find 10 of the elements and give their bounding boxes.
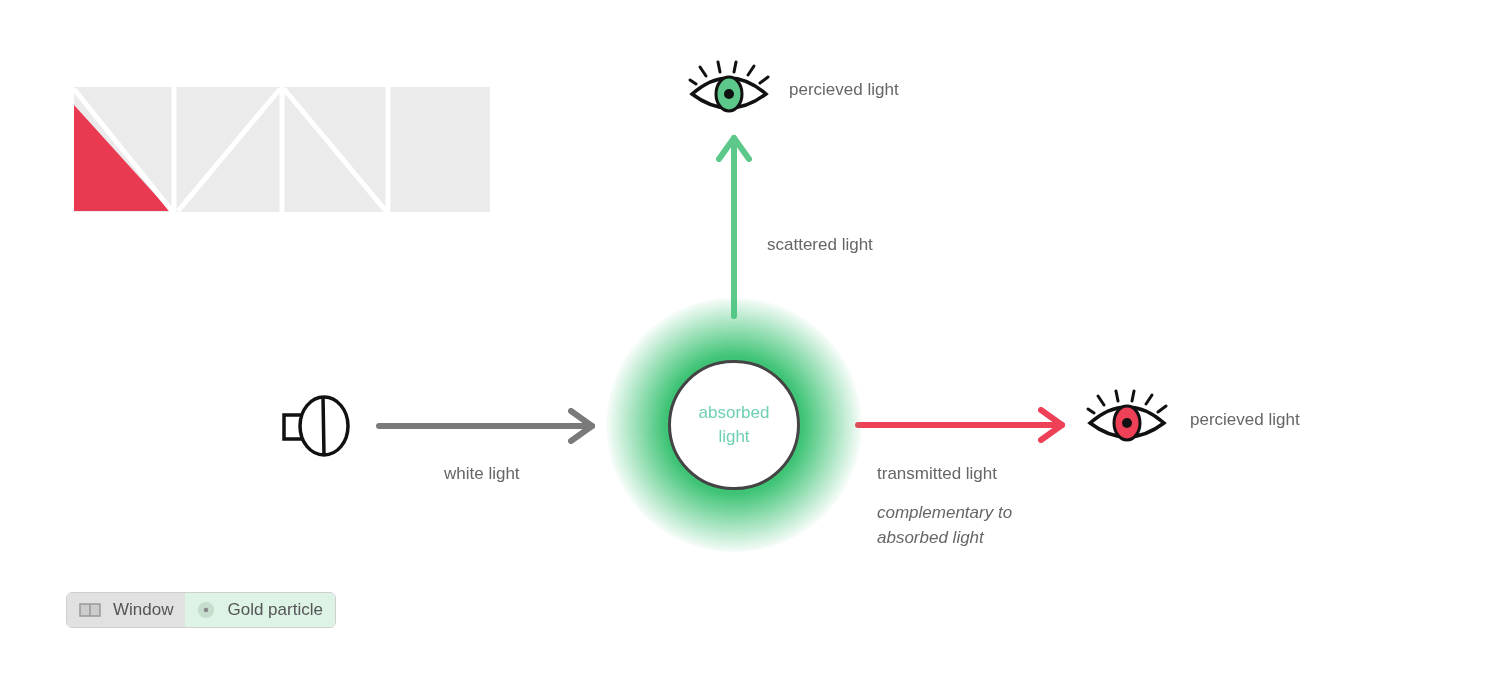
arrow xyxy=(855,407,1065,443)
node-label: absorbed light xyxy=(697,402,771,448)
arrow xyxy=(716,135,752,319)
node-label: percieved light xyxy=(1190,409,1300,431)
lamp-icon xyxy=(281,394,351,458)
node-label: percieved light xyxy=(789,79,899,101)
note: complementary to absorbed light xyxy=(877,502,1014,549)
toggle-button: Window xyxy=(67,593,186,627)
toggle-button: Gold particle xyxy=(185,593,335,627)
arrow xyxy=(376,408,595,444)
